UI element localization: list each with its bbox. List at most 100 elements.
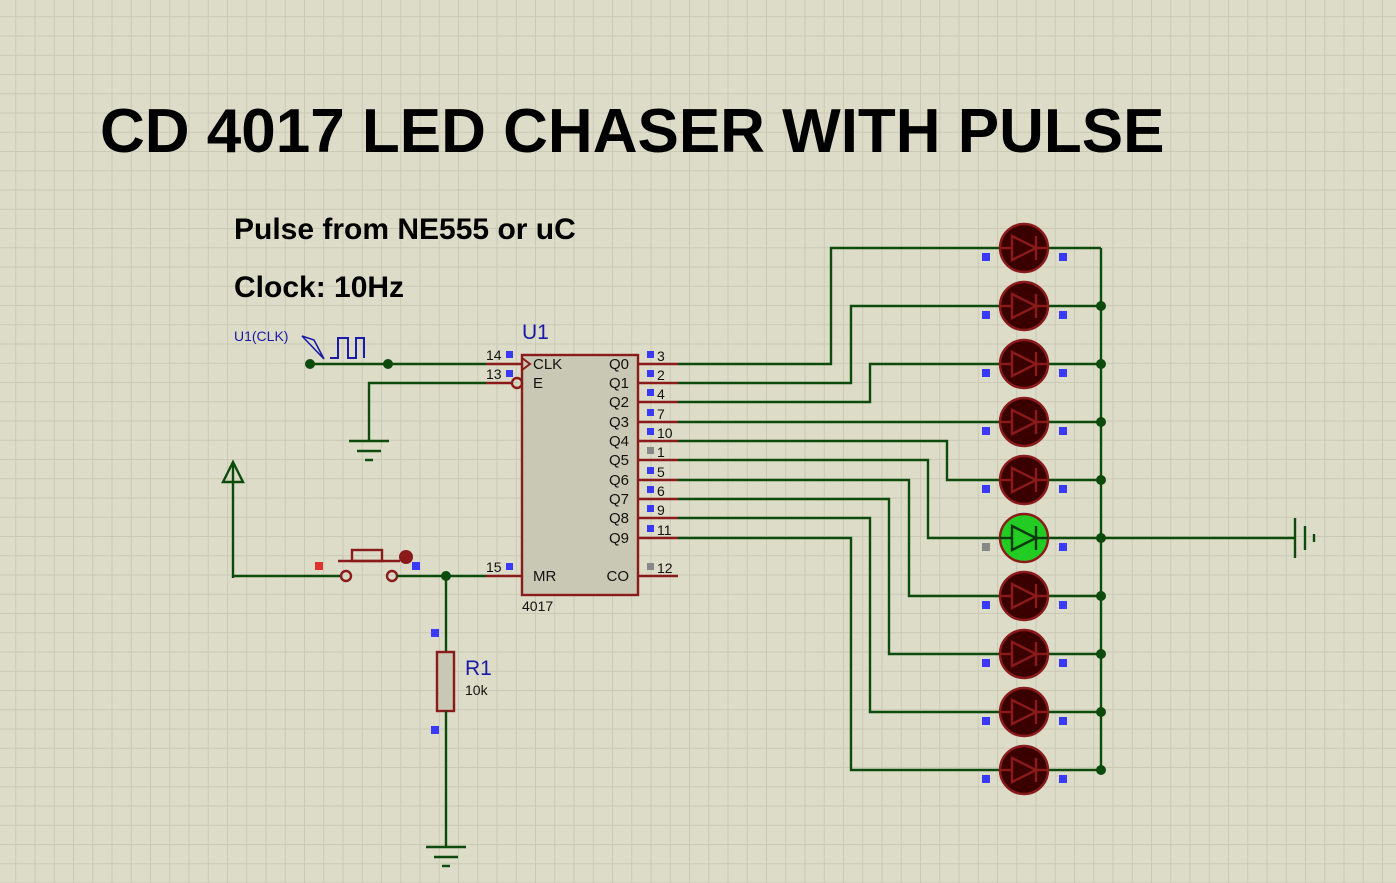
- pin-label: CLK: [533, 356, 562, 373]
- led-4[interactable]: [982, 396, 1106, 448]
- led-8[interactable]: [982, 628, 1106, 680]
- pin-label: Q1: [609, 375, 629, 392]
- pin-marker: [647, 467, 654, 474]
- pin-label: Q4: [609, 433, 629, 450]
- diode-icon: [1010, 524, 1039, 552]
- pin-number: 11: [657, 522, 672, 538]
- pin-marker: [1059, 717, 1067, 725]
- output-wire-q4: [678, 439, 1000, 482]
- pin-number: 5: [657, 464, 665, 480]
- pin-marker: [982, 253, 990, 261]
- pin-marker: [1059, 427, 1067, 435]
- pin-number: 12: [657, 560, 673, 576]
- ic-pin-e[interactable]: 13E: [486, 366, 543, 392]
- reset-pushbutton[interactable]: [233, 548, 486, 583]
- ic-ref: U1: [522, 321, 549, 344]
- schematic-title: CD 4017 LED CHASER WITH PULSE: [100, 97, 1165, 166]
- led-2[interactable]: [982, 280, 1106, 332]
- pin-number: 2: [657, 367, 665, 383]
- pin-label: Q9: [609, 530, 629, 547]
- pin-marker: [982, 659, 990, 667]
- led-array: [982, 222, 1106, 796]
- led-ground-bus: [1099, 248, 1316, 770]
- square-wave-icon: [330, 337, 365, 359]
- pin-marker: [1059, 485, 1067, 493]
- pin-number: 9: [657, 502, 665, 518]
- ic-pin-q1[interactable]: 2Q1: [609, 367, 678, 392]
- led-5[interactable]: [982, 454, 1106, 506]
- power-arrow-icon: [221, 459, 245, 484]
- clock-generator[interactable]: U1(CLK): [234, 328, 365, 360]
- pin-marker: [1059, 775, 1067, 783]
- output-wire-q1: [678, 304, 1000, 385]
- pin-marker: [647, 351, 654, 358]
- diode-icon: [1010, 292, 1039, 320]
- pin-number: 10: [657, 425, 673, 441]
- resistor-r1[interactable]: R1 10k: [431, 576, 492, 846]
- pin-label: Q3: [609, 414, 629, 431]
- led-9[interactable]: [982, 686, 1106, 738]
- pin-number: 14: [486, 347, 502, 363]
- led-7[interactable]: [982, 570, 1106, 622]
- pin-marker: [647, 563, 654, 570]
- ground-symbol-reset: [426, 845, 466, 868]
- pin-marker: [982, 717, 990, 725]
- ic-pin-q5[interactable]: 1Q5: [609, 444, 678, 469]
- pin-marker: [647, 389, 654, 396]
- diode-icon: [1010, 640, 1039, 668]
- generator-probe-icon: [301, 335, 325, 360]
- ic-pin-q0[interactable]: 3Q0: [609, 348, 678, 373]
- pin-marker: [647, 505, 654, 512]
- resistor-value: 10k: [465, 682, 489, 698]
- pin-marker: [982, 485, 990, 493]
- pin-marker: [982, 369, 990, 377]
- pin-marker: [1059, 659, 1067, 667]
- led-6[interactable]: [982, 512, 1106, 564]
- ic-pin-q7[interactable]: 6Q7: [609, 483, 678, 508]
- output-wire-q9: [678, 536, 1000, 772]
- ground-symbol-enable: [349, 439, 389, 462]
- pin-marker: [647, 447, 654, 454]
- output-wire-q5: [678, 458, 1000, 540]
- diode-icon: [1010, 756, 1039, 784]
- pin-marker: [982, 311, 990, 319]
- led-10[interactable]: [982, 744, 1106, 796]
- power-terminal[interactable]: [221, 459, 245, 578]
- resistor-body: [435, 650, 456, 713]
- pin-label: Q5: [609, 452, 629, 469]
- pin-label: Q0: [609, 356, 629, 373]
- pin-number: 15: [486, 559, 502, 575]
- pin-marker: [412, 562, 420, 570]
- ic-pin-q3[interactable]: 7Q3: [609, 406, 678, 431]
- diode-icon: [1010, 466, 1039, 494]
- pin-number: 13: [486, 366, 502, 382]
- ic-pin-q2[interactable]: 4Q2: [609, 386, 678, 411]
- ic-pin-q8[interactable]: 9Q8: [609, 502, 678, 527]
- ic-body: [520, 353, 640, 597]
- pin-marker: [315, 562, 323, 570]
- pin-label: MR: [533, 568, 556, 585]
- output-wire-q8: [678, 516, 1000, 714]
- output-wire-q6: [678, 478, 1000, 598]
- led-1[interactable]: [982, 222, 1101, 274]
- pin-marker: [647, 525, 654, 532]
- pin-marker: [1059, 369, 1067, 377]
- output-wire-q7: [678, 497, 1000, 656]
- led-3[interactable]: [982, 338, 1106, 390]
- pin-label: CO: [607, 568, 630, 585]
- pin-marker: [431, 726, 439, 734]
- diode-icon: [1010, 234, 1039, 262]
- pin-number: 3: [657, 348, 665, 364]
- ic-pin-q6[interactable]: 5Q6: [609, 464, 678, 489]
- pin-label: Q8: [609, 510, 629, 527]
- output-wire-q0: [678, 246, 1000, 366]
- pin-marker: [506, 351, 513, 358]
- ic-4017[interactable]: U1 4017: [520, 321, 640, 614]
- diode-icon: [1010, 698, 1039, 726]
